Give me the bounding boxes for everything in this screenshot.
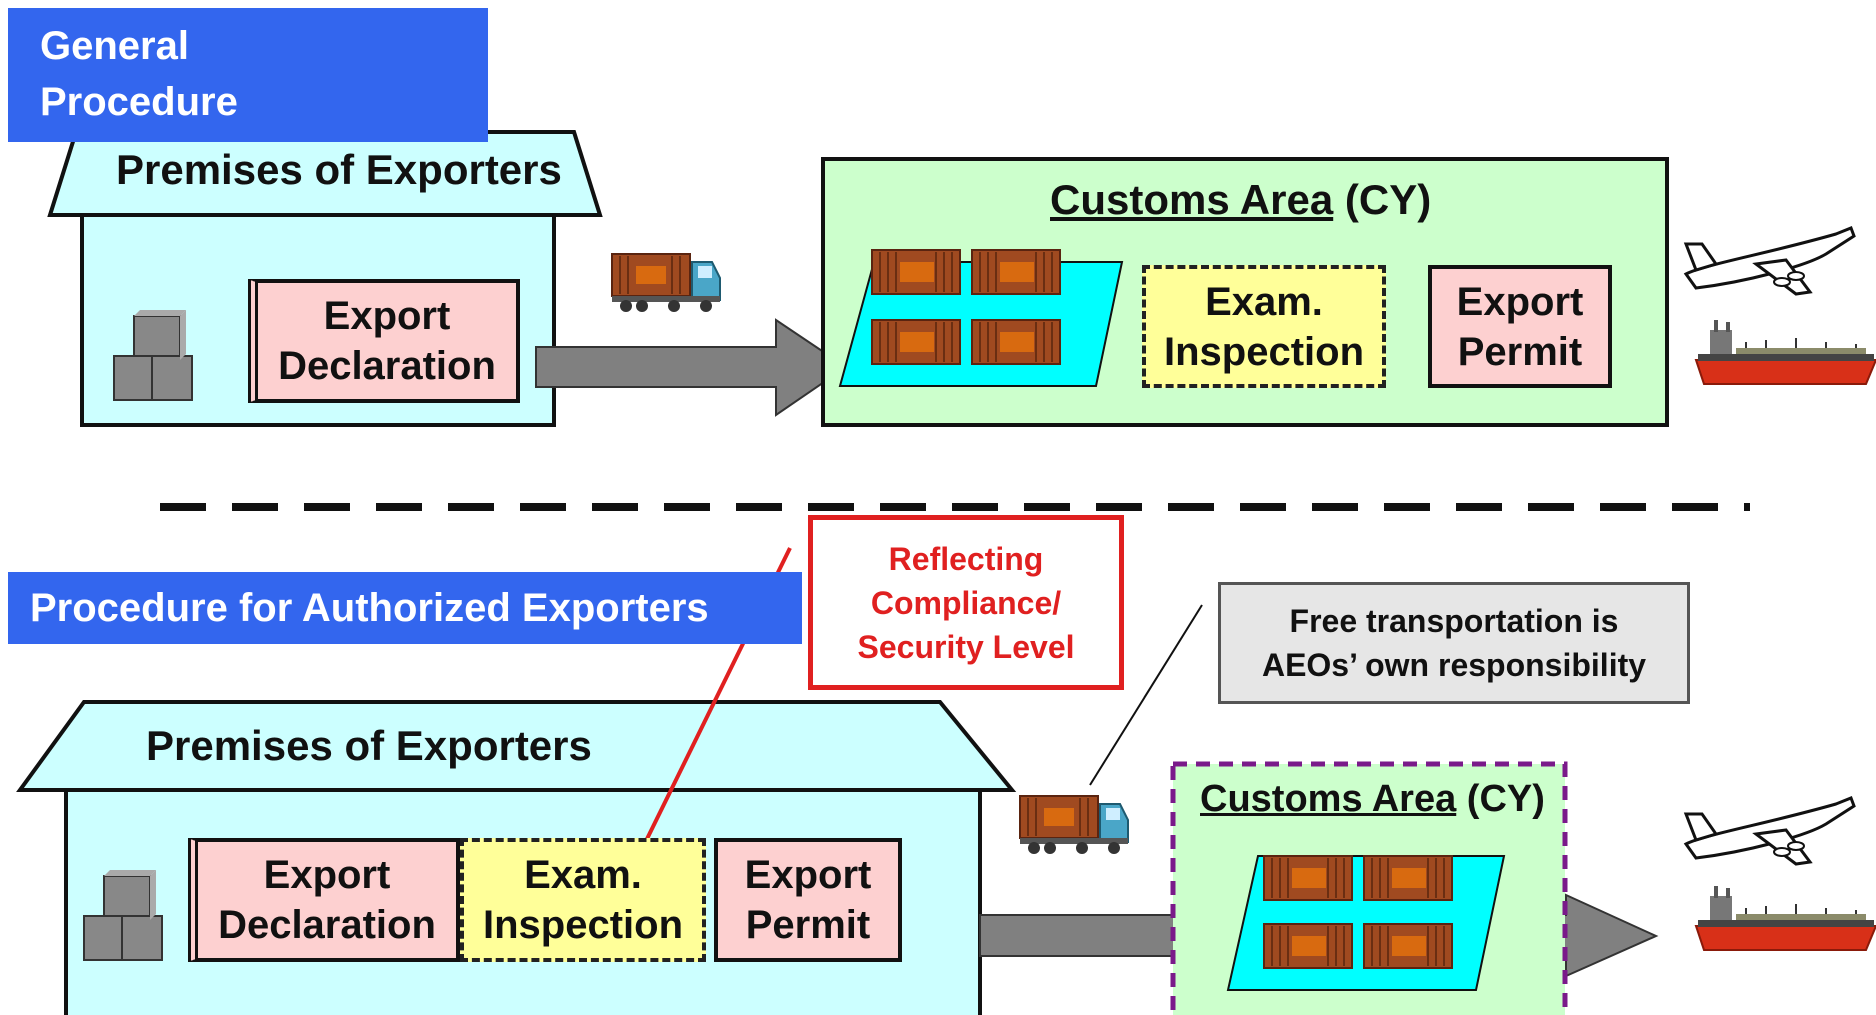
customs-area-label: Customs Area (1200, 778, 1457, 820)
customs-area-title-bottom: Customs Area (CY) (1200, 778, 1545, 821)
exam-inspection-box-bottom: Exam. Inspection (460, 838, 706, 962)
general-procedure-header: General Procedure (8, 8, 488, 142)
truck-icon (1019, 795, 1129, 855)
exam-line1: Exam. (1205, 279, 1323, 324)
export-declaration-box-top: Export Declaration (248, 279, 520, 403)
cy-label: (CY) (1456, 778, 1545, 820)
permit-line2: Permit (745, 903, 871, 947)
premises-label-top: Premises of Exporters (116, 146, 562, 193)
ship-icon (1695, 885, 1876, 951)
exam-line2: Inspection (1163, 329, 1365, 374)
container-icon (971, 319, 1061, 365)
authorized-procedure-header: Procedure for Authorized Exporters (8, 572, 802, 644)
free-transport-line1: Free transportation is (1289, 603, 1619, 639)
export-permit-box-bottom: Export Permit (714, 838, 902, 962)
airplane-icon (1684, 226, 1856, 296)
container-icon (1363, 923, 1453, 969)
container-icon (871, 249, 961, 295)
compliance-line3: Security Level (857, 628, 1075, 665)
cy-label: (CY) (1333, 176, 1432, 223)
export-declaration-box-bottom: Export Declaration (188, 838, 460, 962)
airplane-icon (1684, 796, 1856, 866)
container-icon (1363, 855, 1453, 901)
arrow-icon (535, 318, 848, 417)
permit-line1: Export (744, 853, 872, 897)
export-permit-box-top: Export Permit (1428, 265, 1612, 388)
free-transport-pointer-line (1089, 604, 1203, 786)
exam-line1: Exam. (524, 853, 642, 897)
exam-inspection-box-top: Exam. Inspection (1142, 265, 1386, 388)
exam-line2: Inspection (482, 903, 684, 947)
container-icon (971, 249, 1061, 295)
customs-area-title-top: Customs Area (CY) (1050, 176, 1431, 224)
truck-icon (611, 253, 721, 313)
export-declaration-line2: Declaration (278, 344, 496, 388)
customs-area-label: Customs Area (1050, 176, 1334, 223)
permit-line2: Permit (1457, 329, 1583, 374)
container-icon (1263, 923, 1353, 969)
ship-icon (1695, 319, 1876, 385)
export-declaration-line1: Export (263, 853, 391, 897)
authorized-header-label: Procedure for Authorized Exporters (30, 586, 709, 630)
container-icon (871, 319, 961, 365)
compliance-line2: Compliance/ (870, 584, 1062, 621)
container-icon (1263, 855, 1353, 901)
premises-roof-bottom (16, 700, 1017, 792)
free-transport-callout: Free transportation is AEOs’ own respons… (1218, 582, 1690, 704)
free-transport-line2: AEOs’ own responsibility (1261, 647, 1647, 683)
premises-label-bottom: Premises of Exporters (146, 722, 592, 769)
export-declaration-line1: Export (323, 294, 451, 338)
permit-line1: Export (1456, 279, 1584, 324)
general-header-line2: Procedure (40, 80, 238, 124)
compliance-callout: Reflecting Compliance/ Security Level (808, 515, 1124, 690)
compliance-line1: Reflecting (888, 540, 1044, 577)
export-declaration-line2: Declaration (218, 903, 436, 947)
general-header-line1: General (40, 24, 189, 68)
